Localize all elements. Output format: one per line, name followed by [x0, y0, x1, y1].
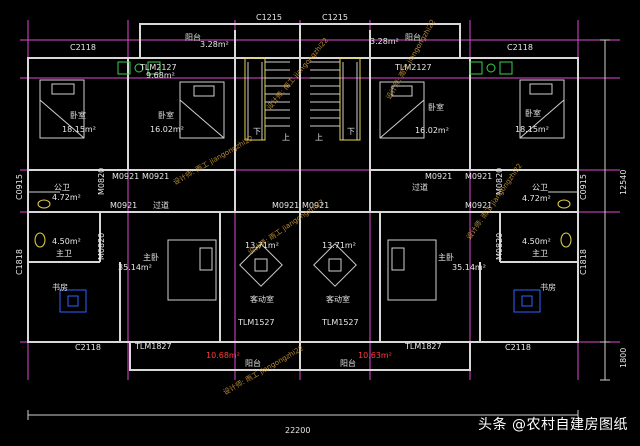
door-tlm2127-left: TLM2127 [139, 63, 177, 72]
study-desk-left [59, 289, 87, 313]
room-bed2-right: 卧室 [428, 102, 444, 112]
table-right [313, 243, 357, 287]
room-bath-right-area: 4.72m² [522, 194, 551, 203]
room-study-left: 书房 [52, 282, 68, 292]
room-master-left-area: 35.14m² [118, 263, 152, 272]
door-m0921-b: M0921 [142, 172, 169, 181]
door-m0921-f: M0921 [272, 201, 299, 210]
room-living-left-area: 13.71m² [245, 241, 279, 250]
door-m0921-e: M0921 [110, 201, 137, 210]
dimension-depth: 12540 [619, 170, 628, 195]
bed-tl [39, 79, 85, 139]
brand-watermark: 头条 @农村自建房图纸 [478, 417, 628, 433]
chairs-right [469, 61, 513, 75]
window-c0915-right: C0915 [579, 174, 588, 200]
window-c1215-right: C1215 [322, 13, 348, 22]
window-c2118-br: C2118 [505, 343, 531, 352]
room-balcony-tr-area: 3.28m² [370, 37, 399, 46]
bed-tr [519, 79, 565, 139]
door-m0921-d: M0921 [465, 172, 492, 181]
toilet-left [34, 199, 51, 248]
room-master-bath-right-area: 4.50m² [522, 237, 551, 246]
stair-right [310, 57, 361, 141]
room-balcony-tl-area: 3.28m² [200, 40, 229, 49]
room-living-right: 客动室 [326, 294, 350, 304]
room-bed2-right-area: 16.02m² [415, 126, 449, 135]
bed-br [387, 239, 437, 301]
dimension-lines [27, 39, 610, 420]
room-balcony-bl-area: 10.68m² [206, 351, 240, 360]
stair-down-right: 下 [347, 127, 355, 136]
window-c1215-left: C1215 [256, 13, 282, 22]
room-balcony-br: 阳台 [340, 358, 356, 368]
room-master-left: 主卧 [143, 252, 159, 262]
room-study-right: 书房 [540, 282, 556, 292]
table-left [239, 243, 283, 287]
stair-left [244, 57, 290, 141]
stair-up-left: 上 [282, 133, 290, 142]
study-desk-right [513, 289, 541, 313]
room-balcony-tl: 阳台 [185, 32, 201, 42]
stair-up-right: 上 [315, 133, 323, 142]
room-bath-left: 公卫 [54, 183, 70, 192]
room-bed1-right-area: 18.15m² [515, 125, 549, 134]
watermark-2: 设计师: 雨工 jiangongzhi22 [172, 133, 255, 186]
room-corridor-left: 过道 [153, 200, 169, 210]
watermark-1: 设计师: 雨工 jiangongzhi22 [265, 36, 330, 111]
room-master-right-area: 35.14m² [452, 263, 486, 272]
room-living-left: 客动室 [250, 294, 274, 304]
dimension-width: 22200 [285, 426, 310, 435]
room-living-right-area: 13.71m² [322, 241, 356, 250]
room-bed2-left: 卧室 [158, 110, 174, 120]
door-m0820-b: M0820 [97, 233, 106, 260]
stair-down-left: 下 [253, 127, 261, 136]
door-m0820-d: M0820 [495, 233, 504, 260]
window-c2118-tl: C2118 [70, 43, 96, 52]
window-c1818-left: C1818 [15, 249, 24, 275]
window-c2118-bl: C2118 [75, 343, 101, 352]
door-tlm1827-right: TLM1827 [404, 342, 442, 351]
door-m0921-g: M0921 [302, 201, 329, 210]
room-master-right: 主卧 [438, 252, 454, 262]
door-m0921-h: M0921 [465, 201, 492, 210]
room-bed2-left-area: 16.02m² [150, 125, 184, 134]
room-balcony-bl: 阳台 [245, 358, 261, 368]
window-c0915-left: C0915 [15, 174, 24, 200]
door-tlm1527-right: TLM1527 [321, 318, 359, 327]
room-master-bath-left: 主卫 [56, 248, 72, 258]
bed-tc-r [379, 81, 425, 139]
room-bath-right: 公卫 [532, 183, 548, 192]
toilet-right [557, 199, 572, 248]
chairs-left [117, 61, 161, 75]
room-bed1-right: 卧室 [525, 108, 541, 118]
door-tlm2127-right: TLM2127 [394, 63, 432, 72]
bed-tc-l [179, 81, 225, 139]
room-master-bath-left-area: 4.50m² [52, 237, 81, 246]
room-area-968: 9.68m² [146, 71, 175, 80]
dimension-extra: 1800 [619, 348, 628, 368]
bed-bl [167, 239, 217, 301]
room-bath-left-area: 4.72m² [52, 193, 81, 202]
door-m0820-c: M0820 [495, 168, 504, 195]
room-balcony-br-area: 10.63m² [358, 351, 392, 360]
window-c1818-right: C1818 [579, 249, 588, 275]
inner-walls [28, 30, 578, 342]
door-m0921-a: M0921 [112, 172, 139, 181]
door-m0921-c: M0921 [425, 172, 452, 181]
door-tlm1527-left: TLM1527 [237, 318, 275, 327]
door-tlm1827-left: TLM1827 [134, 342, 172, 351]
room-balcony-tr: 阳台 [405, 32, 421, 42]
room-bed1-left: 卧室 [70, 110, 86, 120]
door-m0820-a: M0820 [97, 168, 106, 195]
watermark-6: 设计师: 雨工 jiangongzhi22 [384, 18, 437, 101]
room-bed1-left-area: 18.15m² [62, 125, 96, 134]
room-corridor-right: 过道 [412, 182, 428, 192]
window-c2118-tr: C2118 [507, 43, 533, 52]
room-master-bath-right: 主卫 [532, 248, 548, 258]
